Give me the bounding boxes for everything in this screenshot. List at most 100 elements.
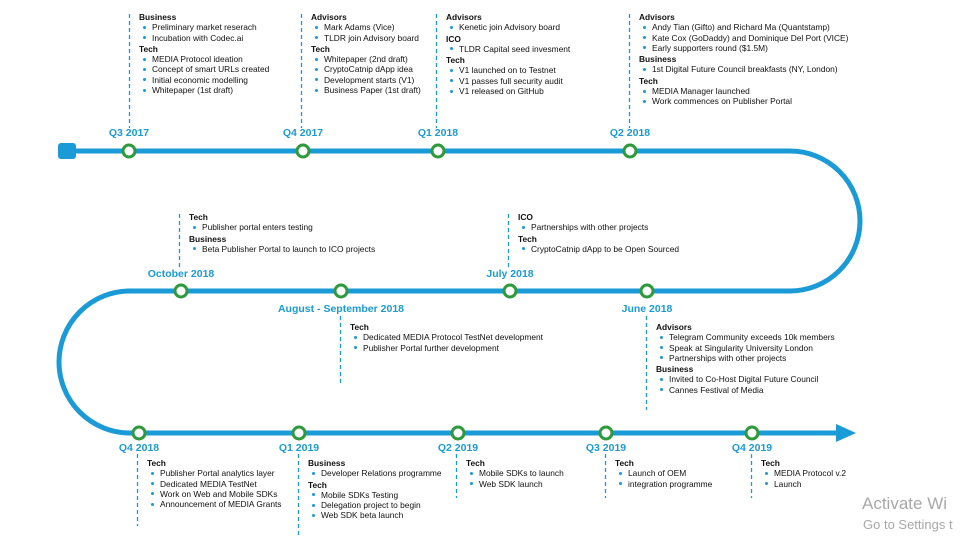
road-start-cap xyxy=(58,143,76,159)
list-item: integration programme xyxy=(615,479,712,489)
list-item: MEDIA Manager launched xyxy=(639,86,848,96)
list-item: Publisher portal enters testing xyxy=(189,222,375,232)
list-item: Mobile SDKs to launch xyxy=(466,468,564,478)
list-item: CryptoCatnip dApp to be Open Sourced xyxy=(518,244,679,254)
group-items: Kenetic join Advisory board xyxy=(446,22,570,33)
list-item: Publisher Portal further development xyxy=(350,343,543,353)
group-heading: Tech xyxy=(615,458,634,468)
group-heading: Advisors xyxy=(311,12,347,22)
group-items: Beta Publisher Portal to launch to ICO p… xyxy=(189,244,375,255)
group-items: Whitepaper (2nd draft)CryptoCatnip dApp … xyxy=(311,54,421,96)
group-items: 1st Digital Future Council breakfasts (N… xyxy=(639,64,848,75)
list-item: Web SDK beta launch xyxy=(308,510,442,520)
list-item: Cannes Festival of Media xyxy=(656,385,835,395)
group-items: Invited to Co-Host Digital Future Counci… xyxy=(656,374,835,396)
milestone-label-q2-2018: Q2 2018 xyxy=(609,127,651,139)
milestone-label-q3-2019: Q3 2019 xyxy=(585,442,627,454)
list-item: Concept of smart URLs created xyxy=(139,64,269,74)
node-october-2018 xyxy=(173,283,189,299)
list-item: Announcement of MEDIA Grants xyxy=(147,499,282,509)
group-items: Developer Relations programme xyxy=(308,468,442,479)
group-items: Mark Adams (Vice)TLDR join Advisory boar… xyxy=(311,22,421,44)
group-heading: Business xyxy=(189,233,227,244)
group-heading: Business xyxy=(656,364,694,375)
node-q2-2019 xyxy=(450,425,466,441)
node-q2-2018 xyxy=(622,143,638,159)
list-item: Work on Web and Mobile SDKs xyxy=(147,489,282,499)
group-heading: Tech xyxy=(518,233,537,244)
node-q1-2018 xyxy=(430,143,446,159)
group-heading: ICO xyxy=(446,33,461,44)
group-heading: Tech xyxy=(350,322,369,332)
list-item: Web SDK launch xyxy=(466,479,564,489)
list-item: Kate Cox (GoDaddy) and Dominique Del Por… xyxy=(639,33,848,43)
group-heading: Business xyxy=(308,458,346,468)
list-item: Publisher Portal analytics layer xyxy=(147,468,282,478)
group-heading: Tech xyxy=(308,479,327,490)
list-item: Work commences on Publisher Portal xyxy=(639,96,848,106)
milestone-label-aug-sep-2018: August - September 2018 xyxy=(277,303,405,315)
road-arrow-head xyxy=(836,424,856,442)
list-item: CryptoCatnip dApp idea xyxy=(311,64,421,74)
list-item: Delegation project to begin xyxy=(308,500,442,510)
node-july-2018 xyxy=(502,283,518,299)
road-path xyxy=(56,148,863,436)
milestone-label-q4-2018: Q4 2018 xyxy=(118,442,160,454)
list-item: Whitepaper (2nd draft) xyxy=(311,54,421,64)
list-item: Launch xyxy=(761,479,846,489)
watermark-line-2: Go to Settings t xyxy=(863,517,953,532)
group-items: TLDR Capital seed invesment xyxy=(446,44,570,55)
list-item: Kenetic join Advisory board xyxy=(446,22,570,32)
group-heading: Tech xyxy=(446,55,465,66)
milestone-label-q1-2019: Q1 2019 xyxy=(278,442,320,454)
list-item: Early supporters round ($1.5M) xyxy=(639,43,848,53)
milestone-label-july-2018: July 2018 xyxy=(486,268,534,280)
node-june-2018 xyxy=(639,283,655,299)
list-item: Whitepaper (1st draft) xyxy=(139,85,269,95)
group-heading: Tech xyxy=(311,43,330,54)
list-item: Business Paper (1st draft) xyxy=(311,85,421,95)
list-item: Developer Relations programme xyxy=(308,468,442,478)
node-q4-2017 xyxy=(295,143,311,159)
group-heading: ICO xyxy=(518,212,533,222)
list-item: MEDIA Protocol v.2 xyxy=(761,468,846,478)
milestone-label-june-2018: June 2018 xyxy=(621,303,673,315)
list-item: Speak at Singularity University London xyxy=(656,343,835,353)
list-item: Beta Publisher Portal to launch to ICO p… xyxy=(189,244,375,254)
watermark-line-1: Activate Wi xyxy=(862,494,948,513)
list-item: Andy Tian (Gifto) and Richard Ma (Quants… xyxy=(639,22,848,32)
list-item: MEDIA Protocol ideation xyxy=(139,54,269,64)
list-item: V1 released on GitHub xyxy=(446,86,570,96)
node-q4-2018 xyxy=(131,425,147,441)
list-item: TLDR join Advisory board xyxy=(311,33,421,43)
milestone-label-q1-2018: Q1 2018 xyxy=(417,127,459,139)
group-items: Partnerships with other projects xyxy=(518,222,679,233)
group-heading: Advisors xyxy=(656,322,692,332)
milestone-label-q3-2017: Q3 2017 xyxy=(108,127,150,139)
group-heading: Tech xyxy=(147,458,166,468)
group-heading: Tech xyxy=(466,458,485,468)
list-item: Mobile SDKs Testing xyxy=(308,490,442,500)
list-item: Incubation with Codec.ai xyxy=(139,33,269,43)
group-items: Publisher portal enters testing xyxy=(189,222,375,233)
node-aug-sep-2018 xyxy=(333,283,349,299)
milestone-nodes xyxy=(121,143,760,441)
group-items: Dedicated MEDIA Protocol TestNet develop… xyxy=(350,332,543,354)
